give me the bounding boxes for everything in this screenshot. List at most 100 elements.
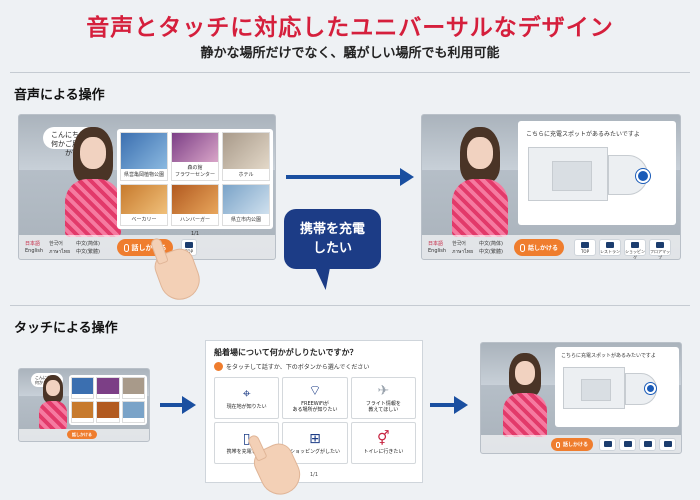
flow-arrow-line xyxy=(160,403,184,407)
kiosk-voice-result: こちらに充電スポットがあるみたいですよ 日本語 한국어 中文(简体) Engli… xyxy=(421,114,681,260)
language-selector[interactable]: 日本語 한국어 中文(简体) English ภาษาไทย 中文(繁體) xyxy=(25,240,100,256)
card-item[interactable] xyxy=(121,377,145,399)
map-icon xyxy=(656,242,664,248)
card-label: 県営亀岡植物公園 xyxy=(123,172,164,178)
nav-label: ショッピング xyxy=(625,249,645,260)
lang-option[interactable]: 中文(繁體) xyxy=(76,249,100,255)
lang-option[interactable]: English xyxy=(25,248,44,254)
card-label: 県立市内公園 xyxy=(230,217,261,223)
microphone-icon xyxy=(123,243,129,252)
card-label: 森の館 フラワーセンター xyxy=(174,165,215,178)
lang-option[interactable]: 日本語 xyxy=(25,241,41,247)
lang-option[interactable]: 日本語 xyxy=(428,241,444,247)
flow-arrow-head xyxy=(400,168,414,186)
lang-option[interactable]: English xyxy=(428,248,447,254)
nav-shopping-button[interactable]: ショッピング xyxy=(624,239,646,259)
speak-button-label: 話しかける xyxy=(72,431,92,437)
card-item[interactable] xyxy=(96,401,120,423)
cart-icon: ⊞ xyxy=(309,431,321,447)
nav-top-button[interactable]: TOP xyxy=(574,239,596,256)
card-item[interactable]: 県営亀岡植物公園 xyxy=(120,132,168,181)
menu-hint-text: をタッチして話すか、下のボタンから選んでください xyxy=(226,364,370,371)
page-subtitle: 静かな場所だけでなく、騒がしい場所でも利用可能 xyxy=(200,46,500,61)
card-label: ホテル xyxy=(238,172,254,178)
nav-floormap-button[interactable]: フロアマップ xyxy=(649,239,671,259)
menu-item-label: FREEWiFiが ある場所が知りたい xyxy=(292,401,338,413)
cart-icon xyxy=(631,242,639,248)
lang-option[interactable]: 中文(简体) xyxy=(479,241,503,247)
lang-option[interactable]: 中文(简体) xyxy=(76,241,100,247)
speak-button[interactable]: 話しかける xyxy=(551,438,593,451)
card-item[interactable] xyxy=(96,377,120,399)
map-caption: こちらに充電スポットがあるみたいですよ xyxy=(526,131,640,138)
lang-option[interactable]: ภาษาไทย xyxy=(49,249,71,255)
home-icon xyxy=(603,441,612,447)
speak-button[interactable]: 話しかける xyxy=(67,430,97,439)
menu-item-label: 携帯を充電したい xyxy=(226,449,267,455)
microphone-icon xyxy=(555,441,560,448)
page-indicator: 1/1 xyxy=(191,231,200,237)
restroom-icon: ⚥ xyxy=(377,431,390,447)
card-item[interactable] xyxy=(71,401,95,423)
menu-item-label: 現在地が知りたい xyxy=(226,404,267,410)
card-item[interactable]: ハンバーガー xyxy=(171,184,219,226)
card-item[interactable] xyxy=(71,377,95,399)
map-icon xyxy=(663,441,672,447)
map-caption: こちらに充電スポットがあるみたいですよ xyxy=(561,353,656,359)
map-panel[interactable]: こちらに充電スポットがあるみたいですよ xyxy=(518,121,676,225)
attraction-cards xyxy=(69,375,147,425)
menu-hint: をタッチして話すか、下のボタンから選んでください xyxy=(214,362,369,371)
home-icon xyxy=(581,242,589,248)
microphone-icon[interactable] xyxy=(214,362,223,371)
card-label: ハンバーガー xyxy=(179,217,210,223)
language-selector[interactable]: 日本語 한국어 中文(简体) English ภาษาไทย 中文(繁體) xyxy=(428,240,503,256)
nav-label: フロアマップ xyxy=(650,249,670,260)
avatar xyxy=(65,127,121,237)
avatar xyxy=(452,127,508,237)
kiosk-voice-start: こんにちは！ 何かご用ですか？ 県営亀岡植物公園 森の館 フラワーセンター ホテ… xyxy=(18,114,276,260)
menu-question: 船着場について何かがしりたいですか？ xyxy=(214,348,358,357)
menu-page-indicator: 1/1 xyxy=(309,472,319,478)
lang-option[interactable]: ภาษาไทย xyxy=(452,249,474,255)
cart-icon xyxy=(643,441,652,447)
touch-menu-panel: 船着場について何かがしりたいですか？ をタッチして話すか、下のボタンから選んでく… xyxy=(205,340,423,483)
airplane-icon: ✈ xyxy=(377,383,390,399)
nav-restaurant-button[interactable]: レストラン xyxy=(599,239,621,256)
attraction-cards: 県営亀岡植物公園 森の館 フラワーセンター ホテル ベーカリー ハンバーガー 県… xyxy=(117,129,273,229)
speech-callout-tail xyxy=(314,266,334,290)
nav-restaurant-button[interactable] xyxy=(619,438,636,451)
menu-item-label: トイレに行きたい xyxy=(363,449,404,455)
location-pin-icon xyxy=(636,169,650,183)
phone-charge-icon: ▯ xyxy=(242,431,251,447)
avatar xyxy=(503,353,547,437)
menu-item-restroom[interactable]: ⚥ トイレに行きたい xyxy=(350,422,416,464)
menu-item-label: フライト情報を 教えてほしい xyxy=(365,401,401,413)
lang-option[interactable]: 한국어 xyxy=(452,241,466,247)
menu-grid: ⌖ 現在地が知りたい ⌔ FREEWiFiが ある場所が知りたい ✈ フライト情… xyxy=(214,377,416,464)
menu-item-shopping[interactable]: ⊞ ショッピングがしたい xyxy=(282,422,348,464)
home-icon xyxy=(185,242,193,248)
nav-floormap-button[interactable] xyxy=(659,438,676,451)
menu-item-wifi[interactable]: ⌔ FREEWiFiが ある場所が知りたい xyxy=(282,377,348,419)
map-panel[interactable]: こちらに充電スポットがあるみたいですよ xyxy=(555,347,679,427)
wifi-icon: ⌔ xyxy=(308,383,322,399)
menu-item-label: ショッピングがしたい xyxy=(289,449,340,455)
card-item[interactable]: ホテル xyxy=(222,132,270,181)
nav-shopping-button[interactable] xyxy=(639,438,656,451)
card-item[interactable]: ベーカリー xyxy=(120,184,168,226)
menu-item-current-location[interactable]: ⌖ 現在地が知りたい xyxy=(214,377,280,419)
card-item[interactable]: 県立市内公園 xyxy=(222,184,270,226)
card-item[interactable] xyxy=(121,401,145,423)
card-label: ベーカリー xyxy=(131,217,157,223)
menu-item-flight[interactable]: ✈ フライト情報を 教えてほしい xyxy=(350,377,416,419)
card-item[interactable]: 森の館 フラワーセンター xyxy=(171,132,219,181)
section-divider xyxy=(10,305,690,306)
flow-arrow-head xyxy=(454,396,468,414)
flow-arrow-head xyxy=(182,396,196,414)
nav-top-button[interactable] xyxy=(599,438,616,451)
lang-option[interactable]: 한국어 xyxy=(49,241,63,247)
speak-button[interactable]: 話しかける xyxy=(514,239,564,256)
location-pin-icon xyxy=(645,383,656,394)
speak-button-label: 話しかける xyxy=(527,245,558,252)
lang-option[interactable]: 中文(繁體) xyxy=(479,249,503,255)
